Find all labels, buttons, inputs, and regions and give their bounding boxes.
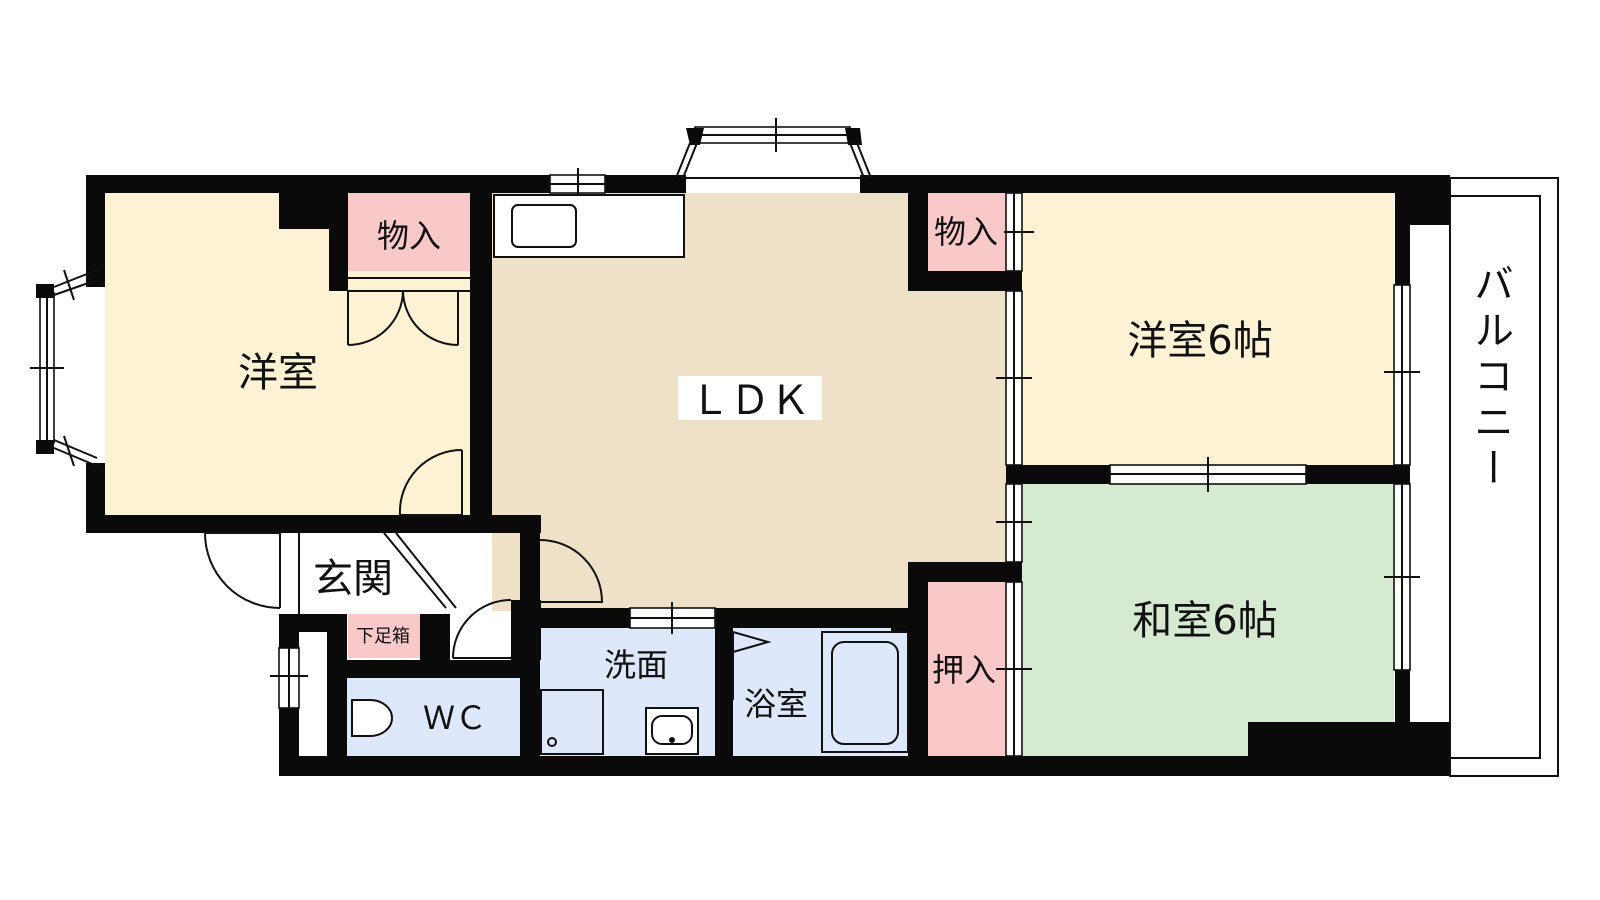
bathtub: [821, 631, 909, 753]
washing-machine-pan: [540, 689, 604, 755]
toilet-label: ＷＣ: [423, 699, 487, 737]
fixtures: [351, 194, 909, 755]
walls: [86, 175, 1450, 776]
ldk-floor-lower: [540, 515, 910, 611]
ldk-label-bg: [678, 376, 822, 420]
doors: [204, 277, 772, 700]
storage-right-label: 物入: [934, 213, 998, 251]
shoe-cabinet-fill: [348, 614, 420, 658]
western-room-right-floor: [1022, 193, 1394, 465]
ldk-label: ＬＤＫ: [690, 378, 810, 424]
balcony-label: バルコニー: [1467, 263, 1513, 493]
wash-basin: [645, 707, 699, 755]
shoe-cabinet-label: 下足箱: [356, 626, 410, 647]
sliding-doors: [996, 192, 1307, 757]
kitchen-sink: [511, 204, 577, 248]
storage-left-label: 物入: [377, 217, 441, 255]
windows: [30, 118, 1420, 709]
bathroom-label: 浴室: [744, 685, 808, 723]
toilet-bowl: [351, 699, 393, 737]
oshiire-label: 押入: [932, 651, 996, 689]
oshiire-fill: [928, 580, 1006, 756]
western-room-right-label: 洋室6帖: [1127, 318, 1272, 364]
storage-right-fill: [928, 193, 1006, 271]
storage-left-fill: [348, 193, 470, 271]
washroom-label: 洗面: [604, 646, 668, 684]
japanese-room-floor: [1022, 484, 1394, 756]
western-room-left-label: 洋室: [238, 350, 318, 396]
japanese-room-label: 和室6帖: [1132, 598, 1277, 644]
entrance-label: 玄関: [313, 556, 393, 602]
balcony-outline: [1449, 177, 1559, 777]
